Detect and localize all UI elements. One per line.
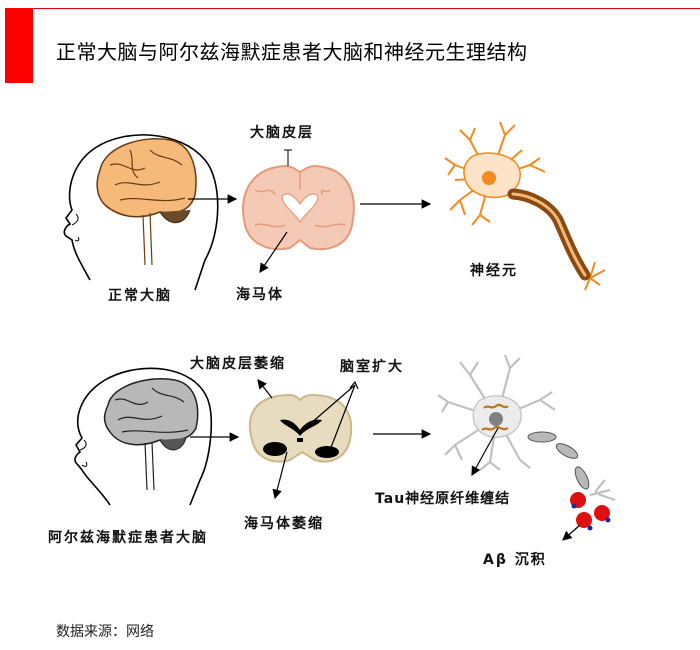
tau-tangle-icon [481,403,509,431]
nucleus-icon [482,171,496,185]
tau-pointer [471,427,499,477]
ventricle-pointer-1 [309,384,356,425]
header-accent-bar [5,8,33,83]
ad-head-icon [74,367,213,506]
ad-brain-icon [103,378,199,491]
label-tau-tangle: Tau神经原纤维缠结 [375,491,511,507]
label-normal-brain: 正常大脑 [108,288,172,304]
amyloid-plaque-icon [570,492,611,531]
label-abeta-plaque: Aβ 沉积 [483,552,547,568]
ventricle-pointer-2 [329,384,356,451]
plaque-pointer [562,524,581,541]
label-cortex-atrophy: 大脑皮层萎缩 [190,356,286,372]
page-title: 正常大脑与阿尔兹海默症患者大脑和神经元生理结构 [56,40,528,64]
label-ventricle-enlargement: 脑室扩大 [340,359,404,375]
degenerated-myelin-icon [527,431,590,490]
label-hippocampus: 海马体 [236,287,284,303]
ad-brain-slice-icon [248,393,353,463]
myelin-sheath-icon [507,188,591,281]
label-neuron: 神经元 [470,263,518,279]
normal-head-icon [63,134,219,291]
label-ad-brain: 阿尔兹海默症患者大脑 [48,530,208,546]
hippocampus-atrophy-pointer [272,451,288,500]
header-rule [5,8,700,9]
normal-brain-slice-icon [242,164,355,250]
source-note: 数据来源：网络 [56,624,154,640]
label-cortex: 大脑皮层 [250,125,314,141]
label-hippocampus-atrophy: 海马体萎缩 [244,516,324,532]
ad-nucleus-icon [489,412,503,426]
cortex-atrophy-pointer [257,379,273,399]
ad-neuron-icon [437,354,616,502]
hippocampus-pointer [259,231,288,273]
normal-brain-icon [96,138,197,266]
